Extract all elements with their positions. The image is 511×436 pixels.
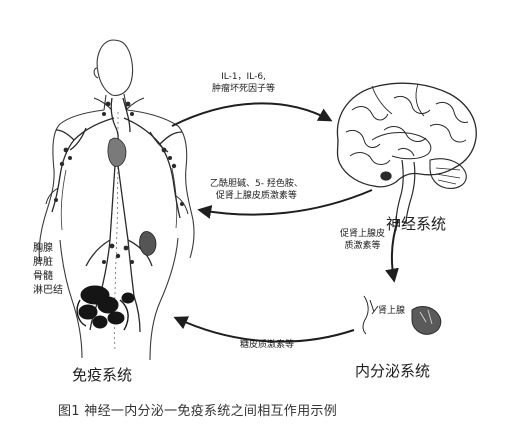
nervous-to-immune-label: 乙酰胆碱、5- 羟色胺、 促肾上腺皮质激素等 [210, 178, 303, 202]
organ-spleen: 脾脏 [33, 257, 53, 268]
lymph-node-clusters [54, 101, 184, 264]
endocrine-system-title: 内分泌系统 [355, 362, 431, 380]
nervous-to-endocrine-line-1: 促肾上腺皮 [340, 229, 386, 239]
endocrine-to-immune-label: 糖皮质激素等 [240, 340, 295, 350]
arrow-nervous-to-endocrine [385, 219, 399, 283]
immune-organ-list: 胸腺 脾脏 骨髓 淋巴结 [33, 242, 63, 298]
immune-to-nervous-label: IL-1，IL-6, 肿瘤坏死因子等 [212, 71, 275, 95]
spleen-shape [139, 231, 157, 256]
immune-system-title: 免疫系统 [72, 366, 133, 384]
nervous-to-immune-line-1: 乙酰胆碱、5- 羟色胺、 [210, 179, 303, 189]
immune-to-nervous-line-1: IL-1，IL-6, [221, 72, 266, 82]
nervous-to-endocrine-line-2: 质激素等 [344, 241, 381, 251]
organ-bone-marrow: 骨髓 [33, 271, 53, 282]
nervous-to-immune-line-2: 促肾上腺皮质激素等 [215, 191, 297, 201]
nervous-system-title: 神经系统 [386, 215, 447, 233]
adrenal-label: 肾上腺 [378, 306, 406, 316]
arrow-endocrine-to-immune [173, 316, 355, 343]
organ-thymus: 胸腺 [33, 243, 53, 254]
lymphatic-network [45, 97, 189, 333]
nervous-to-endocrine-label: 促肾上腺皮 质激素等 [340, 228, 385, 252]
arrow-immune-to-nervous [171, 102, 333, 127]
pelvic-lymph-mass [76, 285, 135, 331]
thymus-shape [107, 137, 127, 167]
brain-illustration [336, 82, 477, 225]
organ-lymph-node: 淋巴结 [33, 285, 63, 296]
adrenal-gland-illustration [362, 295, 442, 335]
figure-caption: 图1 神经一内分泌一免疫系统之间相互作用示例 [58, 404, 338, 419]
immune-to-nervous-line-2: 肿瘤坏死因子等 [212, 84, 276, 94]
arrow-nervous-to-immune [197, 189, 373, 219]
